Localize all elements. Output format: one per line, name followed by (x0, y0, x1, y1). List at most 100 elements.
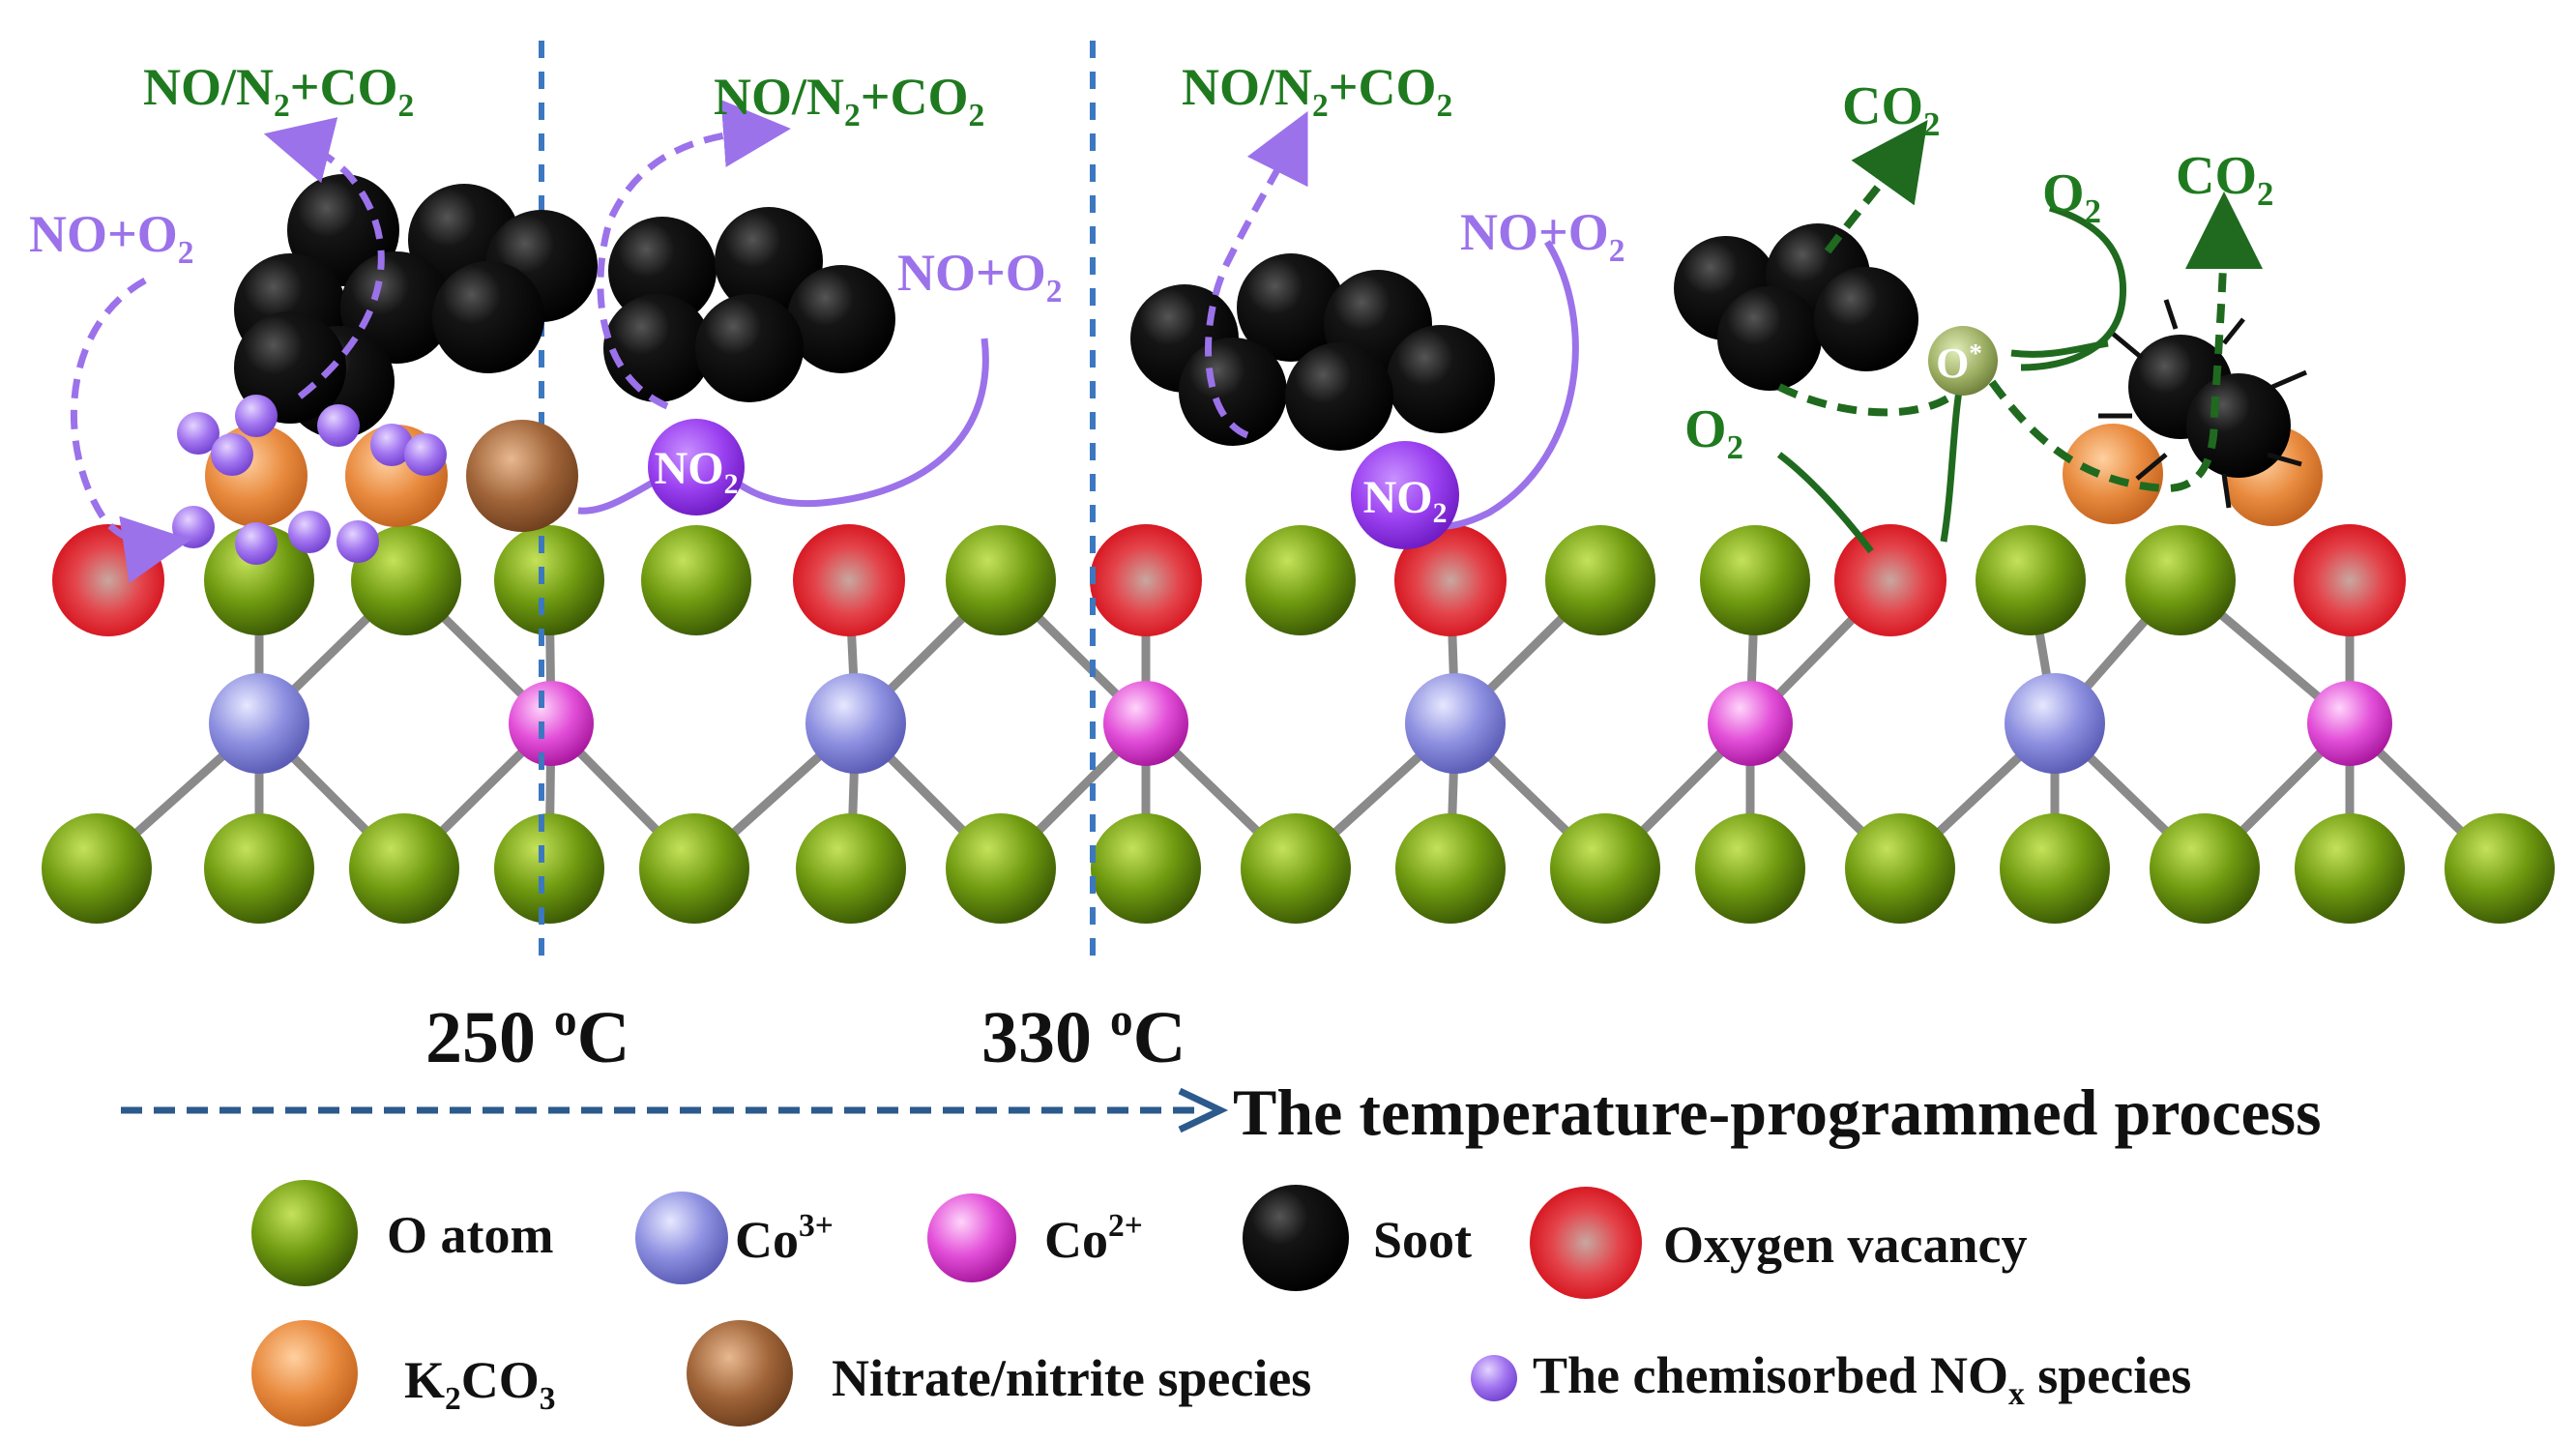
o-atom (796, 813, 906, 924)
o-star-label: O* (1936, 338, 1982, 387)
legend-label-nox: The chemisorbed NOx species (1533, 1346, 2191, 1412)
panel-4: O* (1674, 119, 2323, 554)
process-label: The temperature-programmed process (1233, 1075, 2322, 1149)
soot-particle (608, 217, 717, 325)
co3-ion (805, 673, 906, 774)
soot-particle (1717, 286, 1822, 391)
o-atom (42, 813, 152, 924)
co3-ion (209, 673, 309, 774)
nox-particle (288, 511, 331, 553)
surface-group-spike (2271, 369, 2307, 390)
surface-group-spike (2221, 473, 2232, 509)
nox-particle (317, 404, 360, 447)
o-atom (1695, 813, 1805, 924)
legend-label-co2: Co2+ (1044, 1208, 1143, 1269)
co2-label-left: CO2 (1842, 76, 1940, 143)
o-atom (1241, 813, 1351, 924)
soot-particle (1814, 267, 1918, 371)
nox-particle (404, 433, 447, 476)
o-atom (1700, 525, 1810, 635)
co3-ion (2005, 673, 2105, 774)
nox-particle (370, 424, 413, 466)
legend-swatch-vacancy (1530, 1187, 1642, 1299)
no2-molecule-2 (1351, 441, 1459, 549)
legend-swatch-o-atom (251, 1180, 358, 1286)
surface-group-spike (2111, 332, 2144, 360)
reaction-labels: NO/N2+CO2 NO+O2 NO/N2+CO2 NO+O2 NO/N2+CO… (29, 58, 2273, 466)
p3-in-label: NO+O2 (1460, 203, 1625, 269)
arrow-nox-out (263, 117, 385, 399)
o-atom (1245, 525, 1356, 635)
no2-label-2: NO2 (1363, 472, 1448, 529)
soot-particle (1387, 325, 1495, 433)
p2-out-label: NO/N2+CO2 (714, 68, 984, 133)
o-atom (1976, 525, 2086, 635)
legend-swatch-co2 (927, 1193, 1016, 1282)
nox-particle (337, 520, 379, 563)
co2-ion (1103, 681, 1188, 766)
o-star-atom (1928, 326, 1998, 396)
p3-out-label: NO/N2+CO2 (1182, 58, 1452, 124)
co2-dash-lower (1988, 379, 2218, 493)
o-atom (1845, 813, 1955, 924)
temp-250: 250 oC (425, 995, 629, 1078)
soot-particle (1285, 342, 1393, 451)
co2-label-right: CO2 (2176, 146, 2273, 213)
o-atom (2125, 525, 2236, 635)
legend-label-nitrate: Nitrate/nitrite species (832, 1349, 1311, 1407)
arrow-no-o2-curve (713, 338, 989, 508)
legend-swatch-k2co3 (251, 1320, 358, 1427)
legend: O atom Co3+ Co2+ Soot Oxygen vacancy K2C… (251, 1180, 2191, 1427)
o-atom (204, 813, 314, 924)
legend-label-co3: Co3+ (735, 1208, 834, 1269)
nox-particle (235, 395, 278, 437)
nitrate-particle (466, 420, 578, 532)
surface-group-spike (2267, 452, 2302, 467)
soot-cluster-4 (1674, 223, 1918, 391)
surface-group-spike (2222, 317, 2245, 345)
co3-ion (1405, 673, 1506, 774)
legend-label-vacancy: Oxygen vacancy (1663, 1216, 2027, 1274)
o-atom (946, 525, 1056, 635)
soot-particle (695, 294, 804, 402)
o-atom (641, 525, 751, 635)
co2-ion (2307, 681, 2392, 766)
o-atom (1091, 813, 1201, 924)
o-atom (639, 813, 749, 924)
o2-label-top: O2 (2042, 163, 2101, 230)
o-atom (204, 525, 314, 635)
o2-label-left: O2 (1684, 399, 1743, 466)
o-atom (494, 813, 604, 924)
p1-out-label: NO/N2+CO2 (143, 58, 414, 124)
soot-particle (787, 265, 895, 373)
soot-particle (1237, 253, 1345, 362)
soot-particle (2186, 373, 2291, 478)
o-atom (2000, 813, 2110, 924)
o-atom (1545, 525, 1655, 635)
co2-ion (1708, 681, 1793, 766)
arrow-no-o2-in (70, 277, 191, 583)
panel-2: NO2 (577, 100, 989, 515)
soot-spikes (2098, 299, 2307, 509)
o-atom (2295, 813, 2405, 924)
soot-particle (1179, 338, 1287, 446)
co2-arrow-right (2184, 191, 2263, 417)
o-atom (1550, 813, 1660, 924)
oxygen-vacancy (1090, 524, 1202, 636)
co2-ion (509, 681, 594, 766)
arrow-nox-out-3 (1205, 110, 1308, 439)
legend-swatch-co3 (635, 1192, 728, 1284)
oxygen-vacancy (2294, 524, 2406, 636)
o-atom (2150, 813, 2260, 924)
process-arrowhead (1178, 1087, 1229, 1133)
nox-particle (235, 522, 278, 565)
nox-particle (172, 506, 215, 548)
oxygen-vacancy (1394, 524, 1507, 636)
o-atom (349, 813, 459, 924)
o2-right-loop (2020, 204, 2127, 371)
legend-label-soot: Soot (1373, 1211, 1472, 1269)
no2-label: NO2 (655, 443, 739, 500)
legend-label-o-atom: O atom (387, 1206, 553, 1264)
temp-330: 330 oC (981, 995, 1186, 1078)
panel-1 (70, 117, 598, 583)
